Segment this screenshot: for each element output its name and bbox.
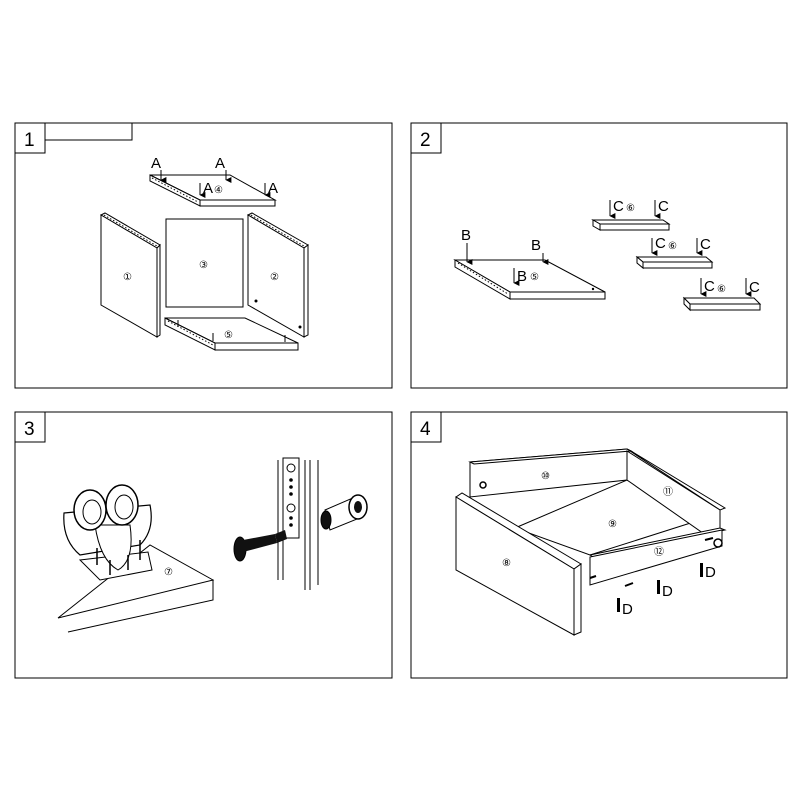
part-number: ⑧ [502, 558, 511, 569]
part-number: ⑤ [530, 272, 539, 283]
step-number: 1 [24, 130, 35, 151]
part-number: ⑤ [224, 330, 233, 341]
fastener-label: B [517, 268, 527, 285]
sleeve-illustration [320, 494, 368, 531]
step-3-panel: 3 ⑦ [14, 411, 393, 679]
part-number: ① [123, 272, 132, 283]
shelf-part-5 [453, 259, 606, 300]
step-number-box [410, 122, 442, 154]
fastener-label: C [749, 279, 760, 296]
step-number: 4 [420, 419, 431, 440]
part-number: ⑪ [663, 486, 673, 498]
step-title-tab [45, 122, 133, 141]
step-number: 2 [420, 130, 431, 151]
small-shelf-part-6 [591, 219, 671, 231]
part-number: ⑥ [668, 241, 677, 252]
small-shelf-part-6 [682, 296, 762, 312]
part-number: ⑨ [608, 519, 617, 530]
bottom-panel-part-5 [164, 317, 299, 351]
small-shelf-part-6 [635, 255, 714, 270]
step-number-box [410, 411, 442, 443]
fastener-label: C [655, 235, 666, 252]
fastener-label: C [613, 198, 624, 215]
fastener-marker [700, 563, 703, 577]
drawer-side-part-11 [626, 448, 727, 546]
part-number: ⑦ [164, 567, 173, 578]
step-2-panel: 2 B B B ⑤ C ⑥ C [410, 122, 788, 389]
fastener-marker [617, 598, 620, 612]
drawer-front-part-8 [455, 492, 582, 636]
shelf-pin-illustration [233, 530, 287, 562]
base-board-part-7 [57, 544, 215, 633]
fastener-label: D [622, 601, 633, 618]
fastener-label: A [151, 155, 161, 172]
step-number-box [14, 122, 46, 154]
step-4-panel: 4 ⑩ ⑨ ⑪ ⑫ [410, 411, 788, 679]
part-number: ⑫ [654, 546, 664, 558]
side-rail-illustration [277, 457, 319, 590]
fastener-label: C [700, 236, 711, 253]
drawer-side-part-12 [588, 527, 727, 587]
part-number: ⑥ [717, 284, 726, 295]
castor-wheel-illustration [63, 484, 153, 581]
fastener-label: A [215, 155, 225, 172]
side-panel-part-2 [246, 212, 309, 338]
fastener-label: C [658, 198, 669, 215]
fastener-label: C [704, 278, 715, 295]
step-number: 3 [24, 419, 35, 440]
step-1-panel: 1 A A A ④ A ① ③ [14, 122, 393, 389]
part-number: ⑥ [626, 203, 635, 214]
back-panel-part-3 [165, 218, 244, 308]
fastener-label: B [531, 237, 541, 254]
fastener-marker [657, 580, 660, 594]
step-number-box [14, 411, 46, 443]
part-number: ③ [199, 260, 208, 271]
fastener-label: D [705, 564, 716, 581]
part-number: ④ [214, 185, 223, 196]
fastener-label: B [461, 227, 471, 244]
part-number: ⑩ [541, 471, 550, 482]
fastener-label: A [268, 180, 278, 197]
side-panel-part-1 [99, 212, 161, 338]
fastener-label: D [662, 583, 673, 600]
part-number: ② [270, 272, 279, 283]
fastener-label: A [203, 180, 213, 197]
